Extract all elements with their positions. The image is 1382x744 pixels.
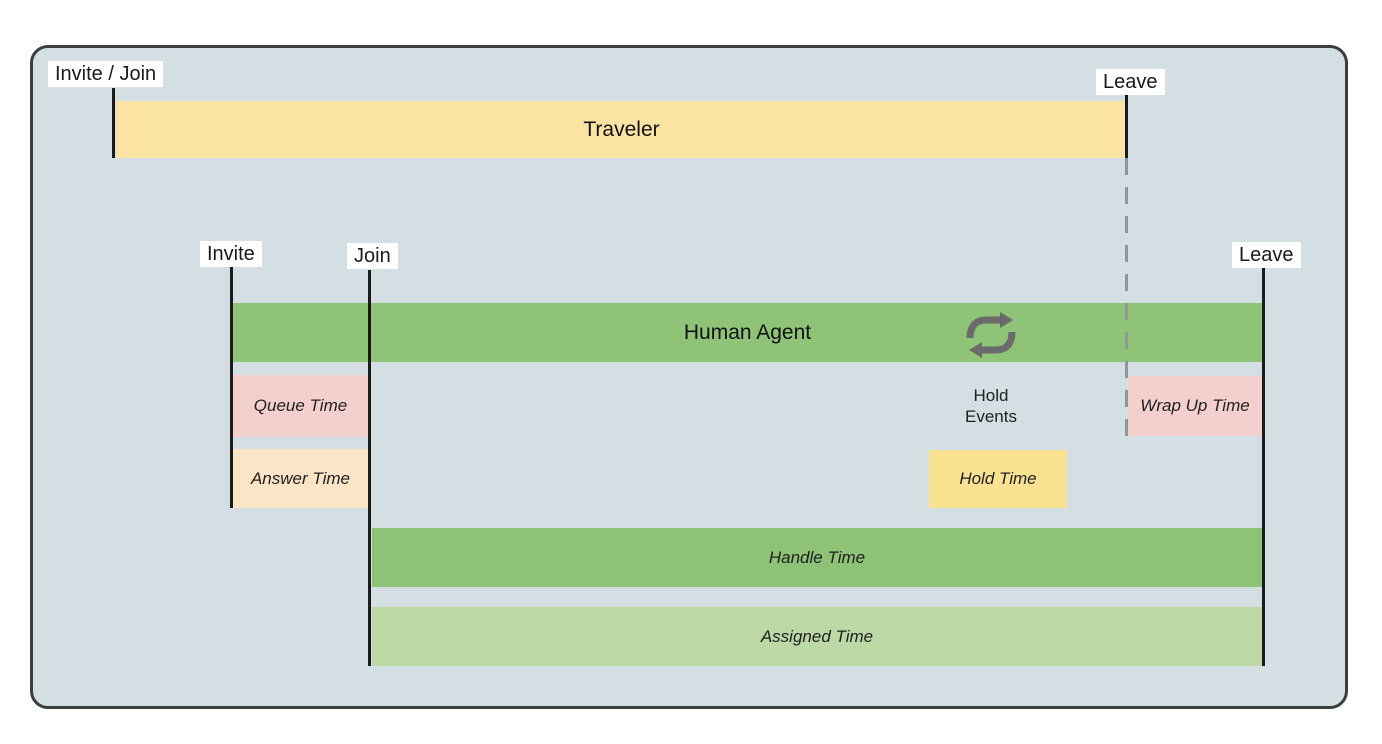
agent-leave-label: Leave [1232,242,1301,268]
traveler-invite-join-line [112,88,115,158]
wrap-up-time-label: Wrap Up Time [1140,396,1250,415]
wrap-up-time-box: Wrap Up Time [1128,376,1262,436]
assigned-time-label: Assigned Time [760,626,874,646]
repeat-icon [961,311,1021,364]
queue-time-box: Queue Time [233,375,368,437]
answer-time-label: Answer Time [250,468,351,488]
hold-events-caption: Hold Events [931,385,1051,427]
traveler-leave-label: Leave [1096,69,1165,95]
queue-time-label: Queue Time [253,396,348,415]
traveler-bar: Traveler [116,101,1127,158]
agent-join-line [368,270,371,666]
human-agent-bar-label: Human Agent [683,320,812,344]
hold-time-box: Hold Time [929,450,1067,508]
human-agent-bar: Human Agent [233,303,1262,362]
agent-leave-line [1262,268,1265,666]
hold-events-line2: Events [965,407,1017,426]
hold-events-line1: Hold [973,386,1009,405]
timeline-panel: Invite / Join Leave Traveler Invite Join… [30,45,1348,709]
answer-time-box: Answer Time [233,449,368,508]
traveler-leave-line [1125,92,1128,158]
traveler-invite-join-label: Invite / Join [48,61,164,87]
agent-join-label: Join [347,243,398,269]
handle-time-label: Handle Time [768,547,866,567]
agent-invite-label: Invite [200,241,262,267]
traveler-bar-label: Traveler [583,117,660,141]
handle-time-bar: Handle Time [372,528,1262,587]
hold-time-label: Hold Time [959,469,1037,488]
traveler-leave-dashed-line [1125,158,1128,438]
assigned-time-bar: Assigned Time [372,607,1262,666]
agent-invite-line [230,266,233,508]
